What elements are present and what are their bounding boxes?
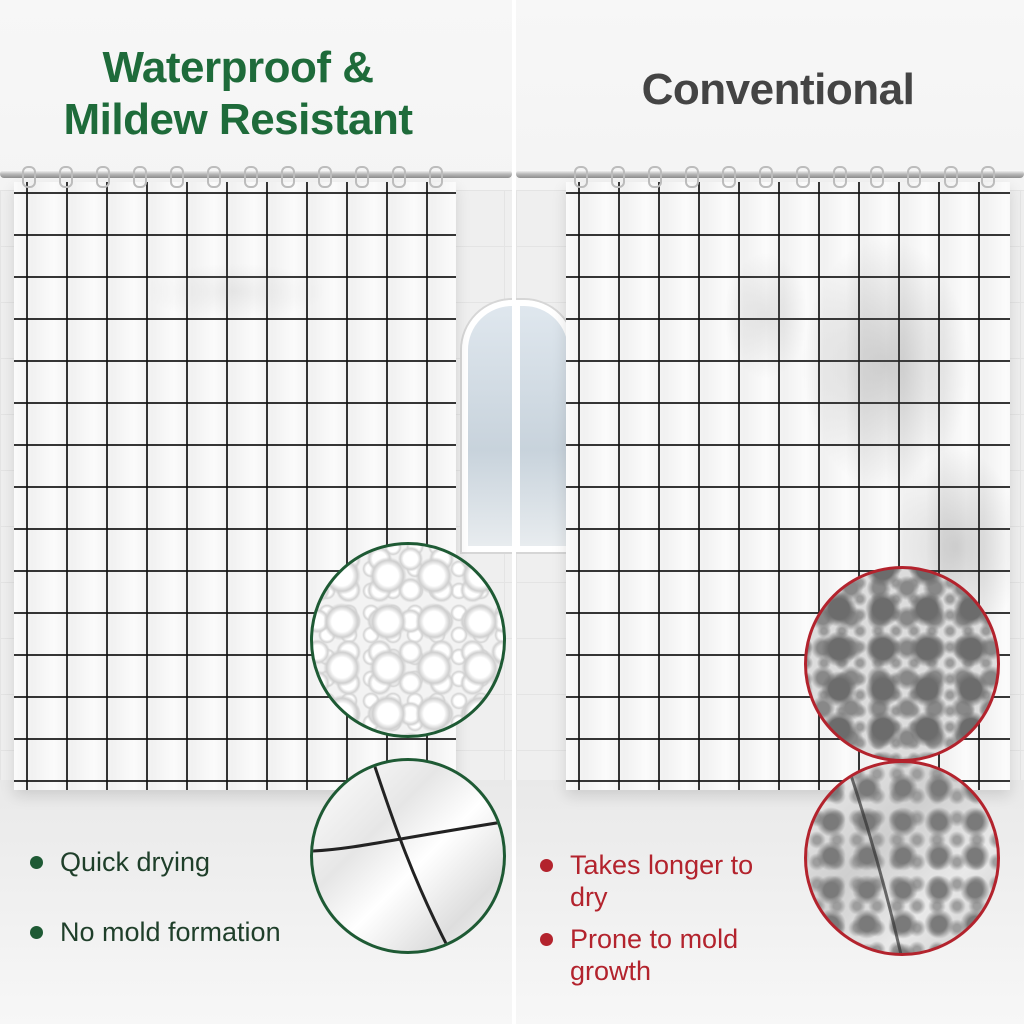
- conventional-title: Conventional: [641, 65, 915, 114]
- drawback-slow-drying: Takes longer to dry: [540, 849, 780, 913]
- curtain-hook-icon: [22, 166, 36, 188]
- drawback-text: Prone to mold growth: [570, 924, 739, 986]
- bullet-dot: [30, 926, 43, 939]
- curtain-hook-icon: [170, 166, 184, 188]
- benefit-text: Quick drying: [60, 847, 211, 877]
- drawback-mold-growth: Prone to mold growth: [540, 923, 780, 987]
- curtain-hook-icon: [944, 166, 958, 188]
- curtain-hook-icon: [318, 166, 332, 188]
- curtain-hook-icon: [59, 166, 73, 188]
- curtain-rod: [516, 170, 1024, 178]
- curtain-hook-icon: [759, 166, 773, 188]
- moldy-fabric-fold-closeup: [804, 760, 1000, 956]
- curtain-hook-icon: [722, 166, 736, 188]
- waterproof-title: Waterproof & Mildew Resistant: [63, 43, 413, 144]
- curtain-hook-icon: [648, 166, 662, 188]
- left-panel-waterproof: Waterproof & Mildew Resistant Quick dryi…: [0, 0, 512, 1024]
- benefit-quick-drying: Quick drying: [30, 846, 330, 878]
- curtain-hook-icon: [281, 166, 295, 188]
- bullet-dot: [540, 859, 553, 872]
- benefits-list: Quick drying No mold formation: [30, 846, 330, 986]
- curtain-hook-icon: [611, 166, 625, 188]
- curtain-hook-icon: [796, 166, 810, 188]
- curtain-hook-icon: [574, 166, 588, 188]
- curtain-hook-icon: [355, 166, 369, 188]
- water-droplets-closeup: [310, 542, 506, 738]
- curtain-hook-icon: [244, 166, 258, 188]
- curtain-hook-icon: [685, 166, 699, 188]
- clean-fabric-fold-closeup: [310, 758, 506, 954]
- drawback-text: Takes longer to dry: [570, 850, 754, 912]
- curtain-hook-icon: [96, 166, 110, 188]
- drawbacks-list: Takes longer to dry Prone to mold growth: [540, 849, 780, 997]
- benefit-text: No mold formation: [60, 917, 281, 947]
- arched-window: [462, 300, 512, 552]
- curtain-hook-icon: [133, 166, 147, 188]
- curtain-hook-icon: [907, 166, 921, 188]
- right-panel-conventional: Conventional Takes longer to dry Prone t…: [516, 0, 1024, 1024]
- grid-line-pattern: [313, 761, 503, 951]
- curtain-hook-icon: [429, 166, 443, 188]
- curtain-hook-icon: [870, 166, 884, 188]
- bullet-dot: [540, 933, 553, 946]
- curtain-hook-icon: [981, 166, 995, 188]
- mold-spots-closeup: [804, 566, 1000, 762]
- grid-line-pattern: [845, 763, 903, 953]
- benefit-no-mold: No mold formation: [30, 916, 330, 948]
- bullet-dot: [30, 856, 43, 869]
- panel-divider: [512, 0, 516, 1024]
- curtain-hook-icon: [392, 166, 406, 188]
- curtain-hook-icon: [207, 166, 221, 188]
- curtain-hook-icon: [833, 166, 847, 188]
